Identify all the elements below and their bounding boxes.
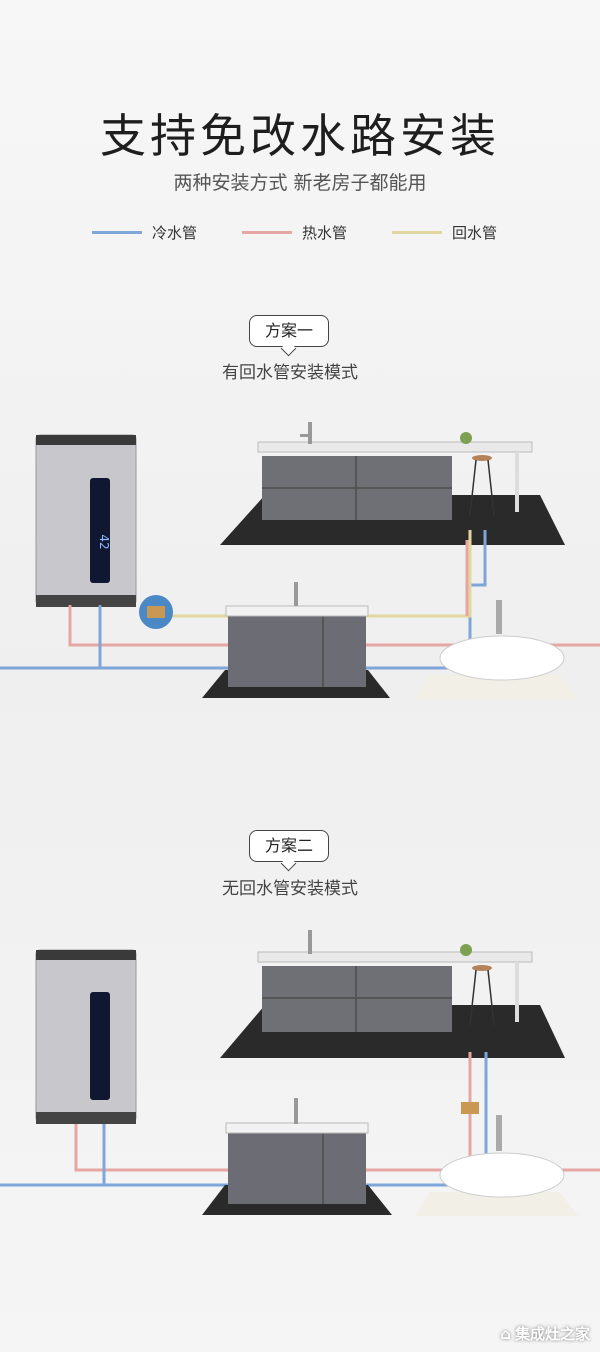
plan-two-desc: 无回水管安装模式 (222, 879, 358, 899)
tub-faucet (496, 1115, 502, 1151)
plan-two-illustration (0, 930, 600, 1216)
heater-control-panel (90, 992, 110, 1100)
water-heater (35, 434, 137, 606)
kitchen-countertop (257, 441, 533, 453)
heater-display-value: 42 (97, 534, 111, 549)
watermark-text: 集成灶之家 (514, 1325, 590, 1343)
kitchen-faucet (308, 930, 312, 954)
vanity-cabinet (228, 615, 366, 687)
plan-one-illustration: 42 (0, 422, 600, 700)
bathtub (439, 635, 565, 681)
vanity-sink (225, 1122, 369, 1134)
hot-pipe-swatch (242, 230, 292, 234)
cold-pipe-swatch (92, 230, 142, 234)
page-title: 支持免改水路安装 (100, 109, 500, 163)
pipe-legend: 冷水管 热水管 回水管 (0, 220, 600, 244)
vanity-faucet (294, 1098, 298, 1124)
legend-label: 回水管 (452, 223, 498, 242)
kitchen-countertop (257, 951, 533, 963)
page-subtitle: 两种安装方式 新老房子都能用 (173, 172, 427, 194)
vanity-sink (225, 605, 369, 617)
return-pipe-swatch (392, 230, 442, 234)
bar-stool (472, 965, 492, 971)
legend-item-cold: 冷水管 (92, 220, 197, 244)
plant (460, 432, 472, 444)
water-heater (35, 949, 137, 1123)
plan-one-badge: 方案一 (249, 315, 329, 347)
legend-label: 热水管 (302, 223, 348, 242)
bathtub (439, 1152, 565, 1198)
bar-stool (472, 455, 492, 461)
house-icon: ⌂ (500, 1324, 511, 1343)
vanity-faucet (294, 582, 298, 606)
kitchen-faucet (308, 422, 312, 444)
bathtub-platform (415, 1192, 578, 1216)
legend-item-hot: 热水管 (242, 220, 347, 244)
legend-label: 冷水管 (152, 223, 198, 242)
tub-faucet (496, 600, 502, 634)
hot-pipe (68, 605, 600, 647)
vanity-cabinet (228, 1132, 366, 1204)
plan-one-desc: 有回水管安装模式 (222, 363, 358, 383)
legend-item-return: 回水管 (392, 220, 497, 244)
watermark: ⌂ 集成灶之家 (500, 1323, 590, 1344)
heater-control-panel (90, 478, 110, 583)
plant (460, 944, 472, 956)
hot-pipe (74, 1124, 600, 1172)
mixing-valve (461, 1102, 479, 1114)
plan-two-badge: 方案二 (249, 830, 329, 862)
bathtub-platform (415, 675, 578, 700)
